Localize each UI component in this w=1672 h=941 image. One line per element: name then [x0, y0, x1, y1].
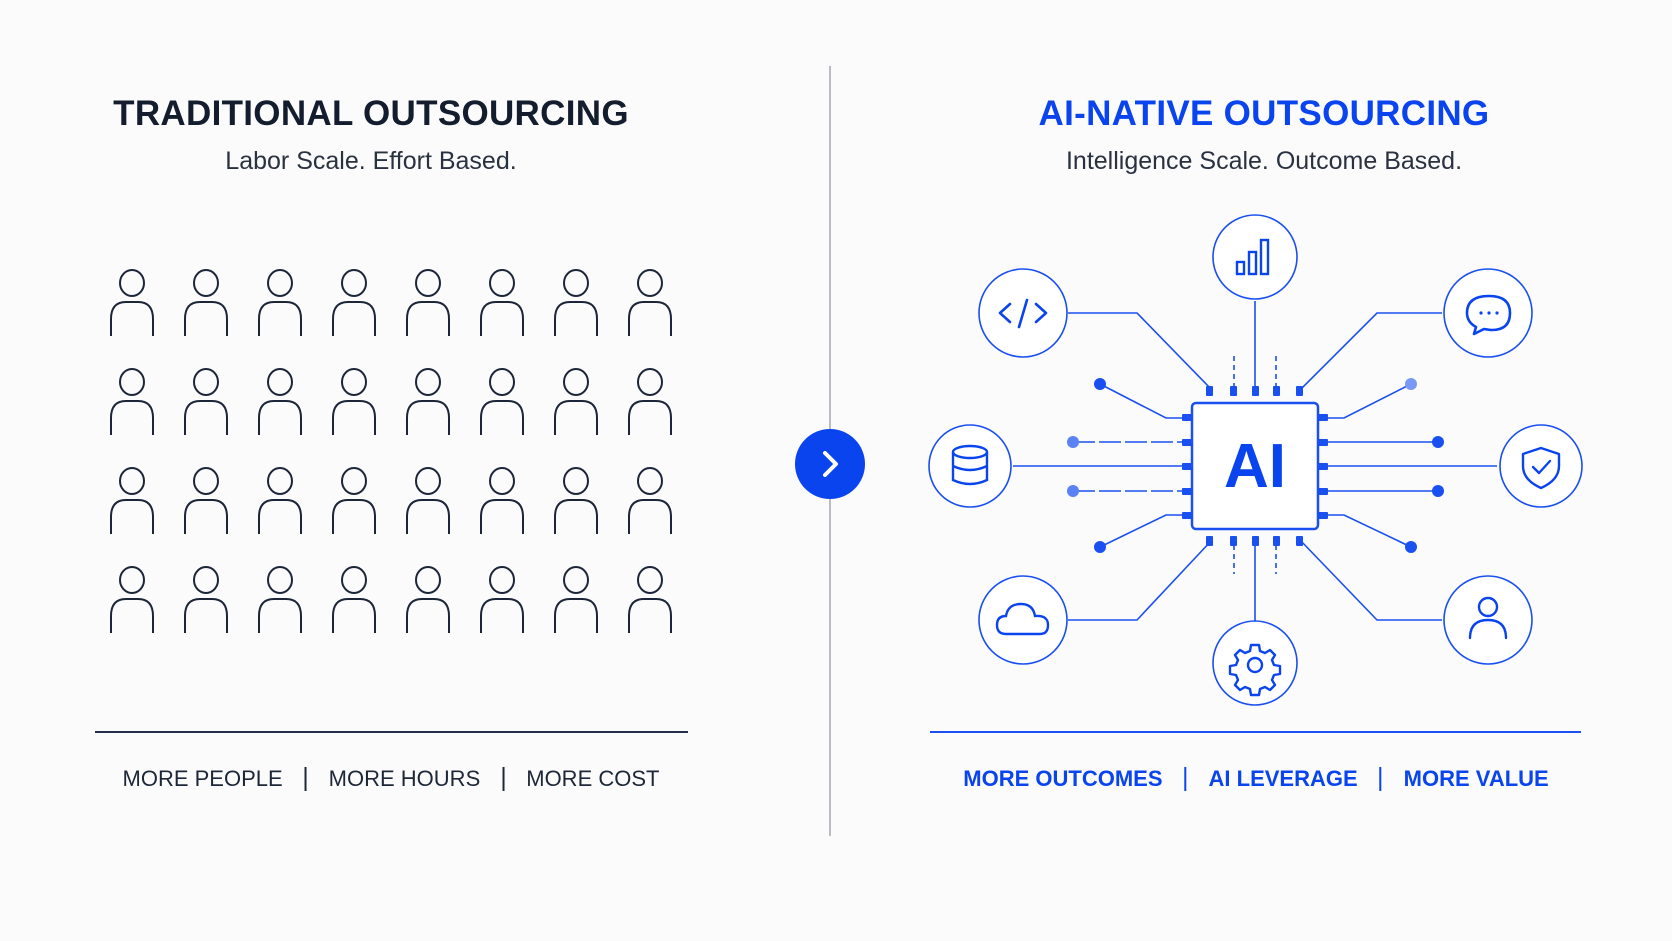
ai-chip: [1190, 401, 1320, 531]
shield-check-icon: [1521, 446, 1561, 490]
person-outline-icon: [258, 467, 302, 534]
footer-item-more-hours: MORE HOURS: [328, 766, 481, 791]
code-icon: [998, 298, 1048, 329]
person-outline-icon: [110, 566, 154, 633]
person-outline-icon: [480, 467, 524, 534]
right-divider-rule: [930, 731, 1581, 733]
person-outline-icon: [332, 368, 376, 435]
footer-separator: [1379, 767, 1382, 791]
footer-item-more-cost: MORE COST: [526, 766, 660, 791]
bar-chart-icon: [1235, 238, 1270, 276]
person-outline-icon: [110, 368, 154, 435]
person-outline-icon: [628, 269, 672, 336]
person-outline-icon: [554, 368, 598, 435]
person-outline-icon: [554, 467, 598, 534]
person-outline-icon: [480, 566, 524, 633]
ai-chip-label: AI: [1224, 432, 1286, 501]
person-outline-icon: [554, 269, 598, 336]
person-outline-icon: [110, 467, 154, 534]
person-outline-icon: [406, 467, 450, 534]
footer-separator: [304, 767, 307, 791]
ai-native-outsourcing-subtitle: Intelligence Scale. Outcome Based.: [1065, 147, 1463, 175]
footer-item-more-value: MORE VALUE: [1403, 766, 1549, 791]
person-outline-icon: [184, 368, 228, 435]
gear-icon: [1228, 643, 1282, 697]
person-outline-icon: [628, 368, 672, 435]
person-outline-icon: [628, 467, 672, 534]
person-outline-icon: [110, 269, 154, 336]
ai-native-footer: MORE OUTCOMES AI LEVERAGE MORE VALUE: [963, 766, 1549, 792]
person-outline-icon: [258, 368, 302, 435]
person-outline-icon: [184, 467, 228, 534]
traditional-outsourcing-title: TRADITIONAL OUTSOURCING: [113, 94, 629, 133]
footer-separator: [1184, 767, 1187, 791]
person-outline-icon: [258, 566, 302, 633]
cloud-icon: [995, 602, 1050, 636]
footer-item-more-outcomes: MORE OUTCOMES: [963, 766, 1163, 791]
person-outline-icon: [406, 566, 450, 633]
database-icon: [951, 444, 989, 486]
person-outline-icon: [184, 566, 228, 633]
transition-arrow-button[interactable]: [795, 429, 865, 499]
chevron-right-icon: [823, 451, 838, 477]
ai-native-outsourcing-title: AI-NATIVE OUTSOURCING: [1038, 94, 1490, 133]
people-grid: [110, 269, 672, 633]
left-divider-rule: [95, 731, 688, 733]
person-outline-icon: [406, 368, 450, 435]
person-outline-icon: [332, 566, 376, 633]
person-outline-icon: [480, 368, 524, 435]
footer-item-ai-leverage: AI LEVERAGE: [1208, 766, 1358, 791]
chat-bubble-icon: [1465, 294, 1512, 336]
person-outline-icon: [184, 269, 228, 336]
traditional-footer: MORE PEOPLE MORE HOURS MORE COST: [122, 766, 660, 792]
person-outline-icon: [480, 269, 524, 336]
person-outline-icon: [332, 269, 376, 336]
traditional-outsourcing-subtitle: Labor Scale. Effort Based.: [225, 147, 517, 175]
person-outline-icon: [332, 467, 376, 534]
footer-item-more-people: MORE PEOPLE: [122, 766, 283, 791]
person-outline-icon: [554, 566, 598, 633]
user-icon: [1468, 596, 1508, 640]
footer-separator: [502, 767, 505, 791]
person-outline-icon: [406, 269, 450, 336]
person-outline-icon: [258, 269, 302, 336]
person-outline-icon: [628, 566, 672, 633]
